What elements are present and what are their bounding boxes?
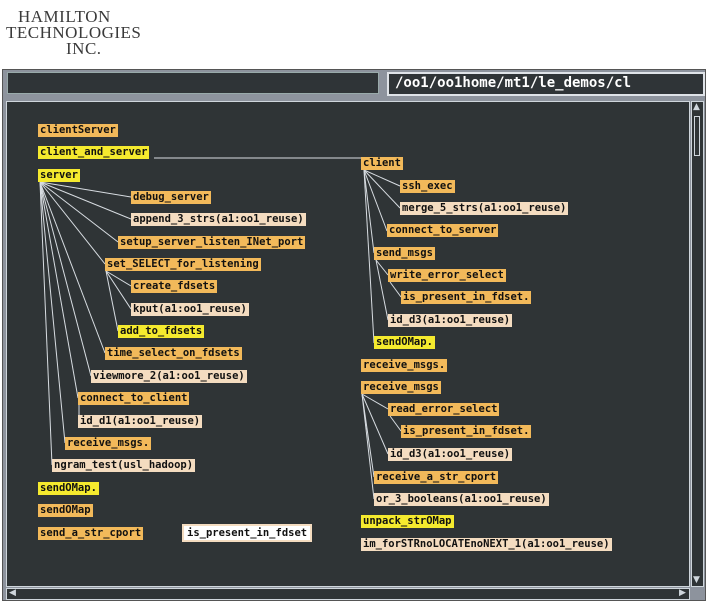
node-send-msgs[interactable]: send_msgs [374,247,435,260]
node-id-d3-1[interactable]: id_d3(a1:oo1_reuse) [388,314,513,327]
node-debug-server[interactable]: debug_server [131,191,211,204]
node-client-and-server[interactable]: client_and_server [38,146,150,159]
node-add-to-fdsets[interactable]: add_to_fdsets [118,325,205,338]
node-write-error-select[interactable]: write_error_select [388,269,506,282]
node-id-d1[interactable]: id_d1(a1:oo1_reuse) [78,415,203,428]
node-id-d3-2[interactable]: id_d3(a1:oo1_reuse) [388,448,513,461]
vertical-scrollbar[interactable]: ▲ ▼ [691,101,704,587]
node-is-present-in-fdset-1[interactable]: is_present_in_fdset. [401,291,532,304]
arrow-down-icon[interactable]: ▼ [693,575,700,585]
scrollbar-thumb[interactable] [694,116,700,156]
logo-line-3: INC. [66,39,102,58]
node-sendomap-dot-left[interactable]: sendOMap. [38,482,99,495]
arrow-right-icon[interactable]: ▶ [679,588,686,598]
arrow-up-icon[interactable]: ▲ [693,102,700,112]
logo-line-2: TECHNOLOGIES [6,23,142,42]
node-create-fdsets[interactable]: create_fdsets [131,280,218,293]
node-setup-server-listen[interactable]: setup_server_listen_INet_port [118,236,306,249]
node-receive-a-str-cport[interactable]: receive_a_str_cport [374,471,499,484]
node-ssh-exec[interactable]: ssh_exec [400,180,455,193]
map-canvas[interactable] [6,101,690,587]
arrow-left-icon[interactable]: ◀ [9,588,16,598]
node-client[interactable]: client [361,157,403,170]
node-kput[interactable]: kput(a1:oo1_reuse) [131,303,249,316]
node-merge-5-strs[interactable]: merge_5_strs(a1:oo1_reuse) [400,202,569,215]
node-receive-msgs-left[interactable]: receive_msgs. [65,437,152,450]
node-connect-to-client[interactable]: connect_to_client [78,392,190,405]
node-unpack-stromap[interactable]: unpack_strOMap [361,515,454,528]
node-or-3-booleans[interactable]: or_3_booleans(a1:oo1_reuse) [374,493,549,506]
node-viewmore-2[interactable]: viewmore_2(a1:oo1_reuse) [91,370,247,383]
node-connect-to-server[interactable]: connect_to_server [387,224,499,237]
node-append-3-strs[interactable]: append_3_strs(a1:oo1_reuse) [131,213,306,226]
node-set-select-for-listening[interactable]: set_SELECT_for_listening [105,258,261,271]
node-ngram-test[interactable]: ngram_test(usl_hadoop) [52,459,196,472]
path-field[interactable]: /oo1/oo1home/mt1/le_demos/cl [387,72,705,96]
node-sendomap-dot-right[interactable]: sendOMap. [374,336,435,349]
node-read-error-select[interactable]: read_error_select [388,403,500,416]
node-is-present-in-fdset-2[interactable]: is_present_in_fdset. [401,425,532,438]
node-receive-msgs[interactable]: receive_msgs [361,381,441,394]
selected-node-is-present-in-fdset[interactable]: is_present_in_fdset [182,524,313,542]
horizontal-scrollbar[interactable]: ◀ ▶ [6,588,690,600]
node-receive-msgs-dot[interactable]: receive_msgs. [361,359,448,372]
node-clientserver[interactable]: clientServer [38,124,118,137]
title-field[interactable] [7,72,379,94]
node-server[interactable]: server [38,169,80,182]
node-sendomap-left[interactable]: sendOMap [38,504,93,517]
node-send-a-str-cport[interactable]: send_a_str_cport [38,527,144,540]
logo-line-1: HAMILTON [18,7,111,26]
node-im-forstrnolocatenonext[interactable]: im_forSTRnoLOCATEnoNEXT_1(a1:oo1_reuse) [361,538,612,551]
node-time-select-on-fdsets[interactable]: time_select_on_fdsets [105,347,242,360]
